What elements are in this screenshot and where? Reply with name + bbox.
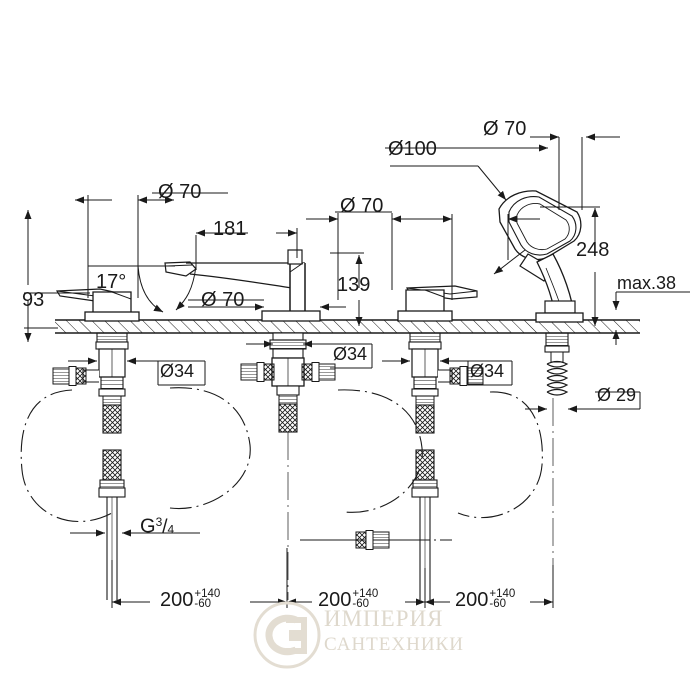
left-handle-assembly: [52, 288, 140, 600]
dim-181: 181: [213, 218, 247, 240]
dim-d70-shower: Ø 70: [483, 118, 527, 140]
flex-hose-loop-middle: [169, 387, 423, 513]
flex-hose-loop-left: [20, 389, 113, 523]
dim-139: 139: [337, 274, 371, 296]
dim-angle-17: 17°: [96, 271, 127, 293]
right-handle-assembly: [397, 285, 484, 600]
dim-thread-g34: G3/4: [140, 516, 174, 536]
dim-d34-center: Ø34: [333, 344, 368, 364]
hand-shower-assembly: [498, 190, 584, 600]
thread-slash: /: [162, 516, 168, 538]
dim-248: 248: [576, 239, 610, 261]
dim-d70-spout: Ø 70: [201, 289, 245, 311]
flex-hose-loop-right: [457, 391, 543, 519]
thread-denominator: 4: [167, 522, 175, 537]
spout-assembly: [164, 249, 336, 600]
spacing-1-minus: -60: [194, 598, 211, 610]
thread-letter: G: [140, 515, 156, 538]
dim-d100: Ø100: [388, 138, 437, 160]
spacing-3-base: 200: [455, 589, 489, 611]
dim-d70-left: Ø 70: [158, 181, 202, 203]
dim-d29: Ø 29: [597, 385, 637, 405]
spacing-3-plus: +140: [489, 588, 516, 600]
dim-d34-left: Ø34: [160, 361, 195, 381]
dim-spacing-2: 200+140-60: [318, 588, 379, 611]
hose-connector-center: [300, 530, 452, 550]
dim-d34-right: Ø34: [470, 361, 505, 381]
spacing-2-base: 200: [318, 589, 352, 611]
dim-d70-third: Ø 70: [340, 195, 384, 217]
spacing-1-base: 200: [160, 589, 194, 611]
dimension-lines: [24, 133, 690, 608]
spacing-2-minus: -60: [352, 598, 369, 610]
dim-93: 93: [22, 289, 45, 311]
spacing-3-minus: -60: [489, 598, 506, 610]
dim-spacing-1: 200+140-60: [160, 588, 221, 611]
dim-spacing-3: 200+140-60: [455, 588, 516, 611]
thread-numerator: 3: [155, 515, 163, 529]
spacing-2-plus: +140: [352, 588, 379, 600]
dim-max-38: max.38: [617, 273, 677, 293]
spacing-1-plus: +140: [194, 588, 221, 600]
